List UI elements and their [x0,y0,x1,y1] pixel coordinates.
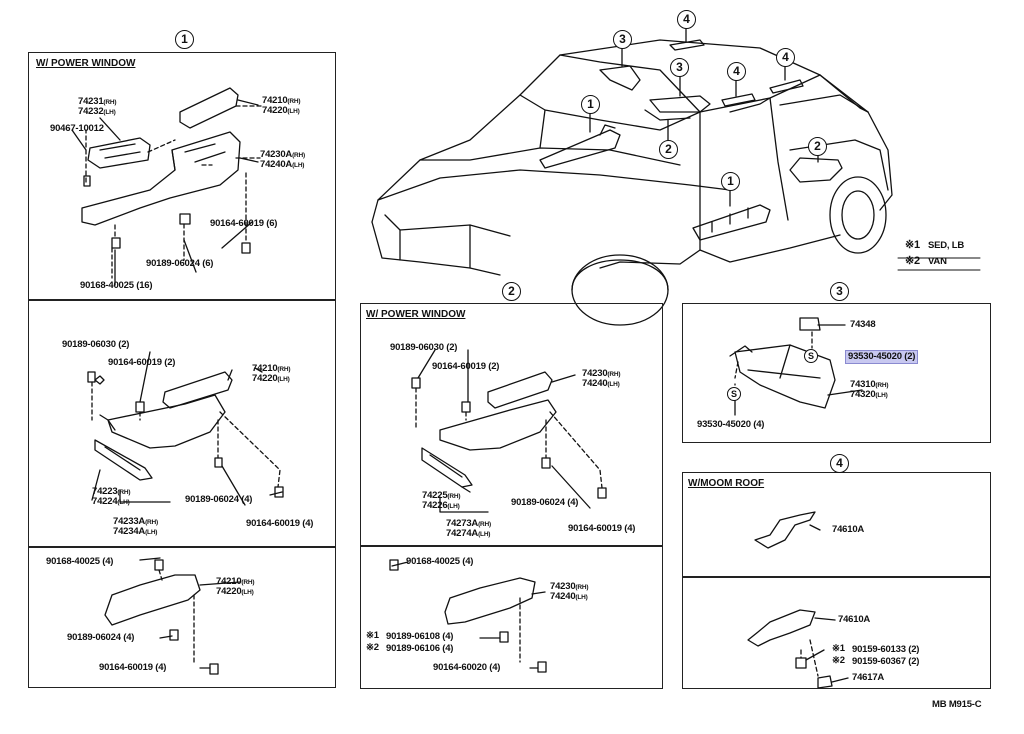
part-90189-06030: 90189-06030 (2) [62,339,130,350]
note-mark-1: ※1 [366,630,379,641]
part-74610A: 74610A [838,614,871,625]
part-74210: 74210(RH) [216,576,255,587]
part-90168-40025-4: 90168-40025 (4) [406,556,474,567]
rear-wheel [829,176,887,254]
part-74224: 74224(LH) [92,496,130,507]
part-90164-60019-4: 90164-60019 (4) [99,662,167,673]
part-90189-06030: 90189-06030 (2) [390,342,458,353]
part-74240A: 74240A(LH) [260,159,305,170]
panel-3 [682,303,991,443]
diagram-code: MB M915-C [932,699,982,710]
panel-4-title: W/MOOM ROOF [688,478,765,489]
part-74220: 74220(LH) [262,105,300,116]
part-90189-06024: 90189-06024 (6) [146,258,214,269]
part-90189-06106: 90189-06106 (4) [386,643,454,654]
car-body-outline [371,39,893,223]
note-mark-1: ※1 [832,643,845,654]
part-90467-10012: 90467-10012 [50,123,104,134]
part-74230A: 74230A(RH) [260,149,305,160]
car-callout: 2 [808,137,827,156]
note-mark-2: ※2 [366,642,379,653]
note-2-mark: ※2 [905,255,920,267]
part-74220: 74220(LH) [216,586,254,597]
part-74223: 74223(RH) [92,486,131,497]
note-1-text: SED, LB [928,240,965,251]
part-74230: 74230(RH) [550,581,589,592]
part-90189-06024-4: 90189-06024 (4) [67,632,135,643]
s-mark-bottom: S [727,387,741,401]
part-90164-60019-4: 90164-60019 (4) [246,518,314,529]
car-callout: 1 [581,95,600,114]
part-74234A: 74234A(LH) [113,526,158,537]
part-90164-60019-2: 90164-60019 (2) [108,357,176,368]
panel-1-power-window [28,52,336,300]
part-74210: 74210(RH) [252,363,291,374]
part-74240: 74240(LH) [550,591,588,602]
part-74273A: 74273A(RH) [446,518,491,529]
note-mark-2: ※2 [832,655,845,666]
part-74274A: 74274A(LH) [446,528,491,539]
part-93530-45020-4: 93530-45020 (4) [697,419,765,430]
car-callout: 3 [670,58,689,77]
section-1-marker: 1 [175,30,194,49]
car-callout: 4 [776,48,795,67]
part-90159-60367: 90159-60367 (2) [852,656,920,667]
panel-4-bottom [682,577,991,689]
part-90168-40025-4: 90168-40025 (4) [46,556,114,567]
part-74230: 74230(RH) [582,368,621,379]
part-74233A: 74233A(RH) [113,516,158,527]
panel-1-standard [28,300,336,547]
part-74232: 74232(LH) [78,106,116,117]
note-2-text: VAN [928,256,947,267]
panel-2-title: W/ POWER WINDOW [366,309,466,320]
s-mark-top: S [804,349,818,363]
part-90189-06024-4: 90189-06024 (4) [185,494,253,505]
part-90164-60020: 90164-60020 (4) [433,662,501,673]
part-90164-60019: 90164-60019 (6) [210,218,278,229]
section-4-marker: 4 [830,454,849,473]
part-74210: 74210(RH) [262,95,301,106]
part-90159-60133: 90159-60133 (2) [852,644,920,655]
car-callout: 2 [659,140,678,159]
car-callout: 4 [677,10,696,29]
part-74348: 74348 [850,319,876,330]
part-90189-06108: 90189-06108 (4) [386,631,454,642]
p1-switch-base [87,137,151,169]
panel-2-bottom [360,546,663,689]
part-93530-45020-highlighted[interactable]: 93530-45020 (2) [844,350,919,364]
part-74320: 74320(LH) [850,389,888,400]
panel-1-title: W/ POWER WINDOW [36,58,136,69]
car-callout: 1 [721,172,740,191]
part-74220: 74220(LH) [252,373,290,384]
part-74240: 74240(LH) [582,378,620,389]
part-90164-60019-2: 90164-60019 (2) [432,361,500,372]
note-1-mark: ※1 [905,239,920,251]
part-90189-06024-4: 90189-06024 (4) [511,497,579,508]
panel-1-bottom [28,547,336,688]
part-90164-60019-4: 90164-60019 (4) [568,523,636,534]
part-90168-40025: 90168-40025 (16) [80,280,153,291]
part-74617A: 74617A [852,672,885,683]
part-74225: 74225(RH) [422,490,461,501]
panel-2-power-window [360,303,663,546]
part-74310: 74310(RH) [850,379,889,390]
part-74610A: 74610A [832,524,865,535]
car-callout: 4 [727,62,746,81]
car-callout: 3 [613,30,632,49]
section-3-marker: 3 [830,282,849,301]
part-74231: 74231(RH) [78,96,117,107]
part-74226: 74226(LH) [422,500,460,511]
section-2-marker: 2 [502,282,521,301]
